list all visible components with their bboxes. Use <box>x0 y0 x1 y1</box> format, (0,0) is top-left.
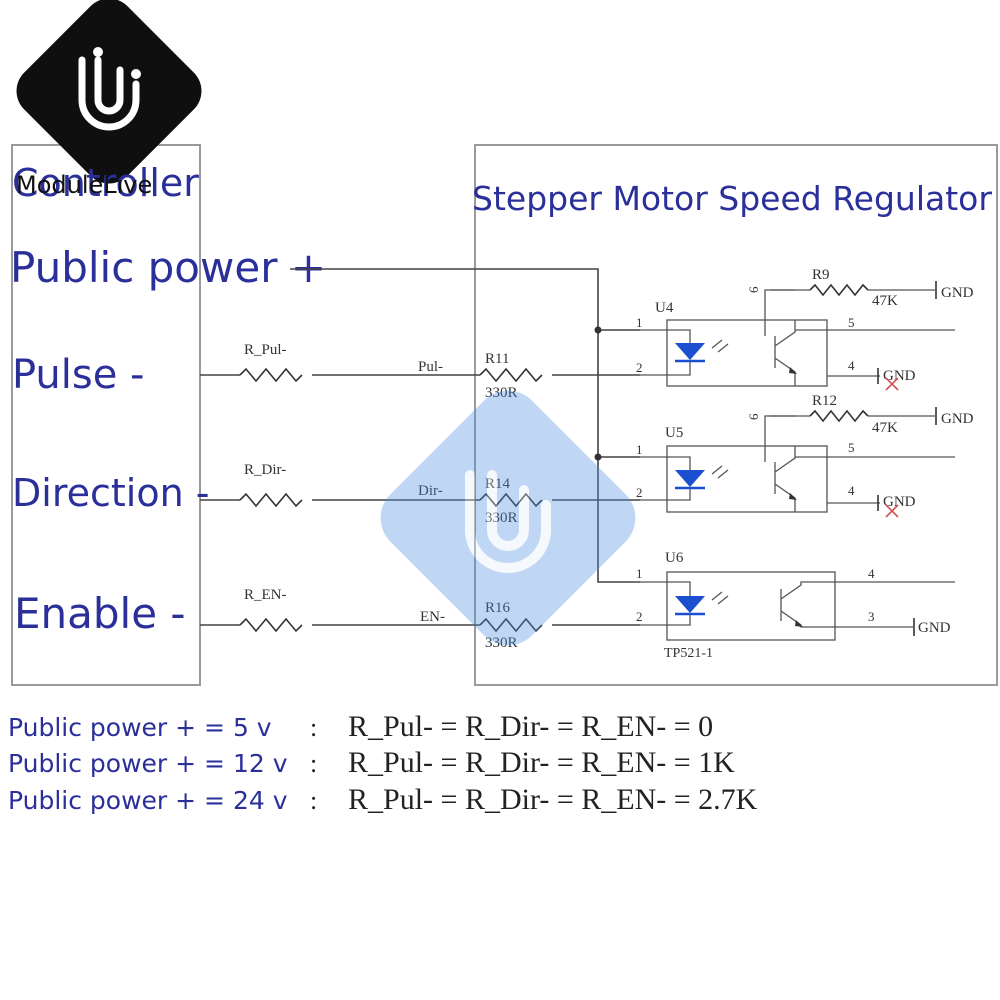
r11-resistor <box>479 367 543 383</box>
public-power-label: Public power + <box>10 243 326 292</box>
r-dir-label: R_Dir- <box>244 462 286 478</box>
pin-number: 1 <box>636 315 643 330</box>
logo-icon <box>78 47 141 131</box>
gnd-label: GND <box>941 411 974 427</box>
regulator-title: Stepper Motor Speed Regulator <box>472 179 992 218</box>
notes-block: Public power + = 5 v : R_Pul- = R_Dir- =… <box>8 710 758 816</box>
pin-number: 1 <box>636 566 643 581</box>
direction-label: Direction - <box>12 471 209 515</box>
u6-label: U6 <box>665 550 684 566</box>
led-icon <box>675 470 705 487</box>
r-en-resistor <box>239 617 303 633</box>
r12-label: R12 <box>812 393 837 409</box>
logo-badge <box>16 0 202 184</box>
en-net-label: EN- <box>420 609 445 625</box>
note-separator: : <box>310 749 317 778</box>
u4-label: U4 <box>655 300 674 316</box>
r-pul-label: R_Pul- <box>244 342 287 358</box>
watermark-logo <box>380 390 636 646</box>
pin-number: 4 <box>848 483 855 498</box>
brand-name: ModuleLive <box>16 171 152 199</box>
pin-number: 2 <box>636 609 643 624</box>
pin-number: 5 <box>848 315 855 330</box>
pin-number: 6 <box>746 413 761 420</box>
r-en-label: R_EN- <box>244 587 287 603</box>
r11-label: R11 <box>485 351 509 367</box>
gnd-label: GND <box>883 368 916 384</box>
direction-line <box>200 492 640 508</box>
optocoupler-u6 <box>640 571 955 641</box>
r14-value: 330R <box>485 510 518 526</box>
r12-resistor <box>809 409 869 423</box>
enable-label: Enable - <box>14 589 186 638</box>
optocoupler-u4 <box>640 289 955 387</box>
note-separator: : <box>310 786 317 815</box>
pin-number: 3 <box>868 609 875 624</box>
controller-title: Controller <box>12 161 199 205</box>
no-connect-icon <box>885 504 899 518</box>
regulator-box <box>474 144 998 686</box>
r-dir-resistor <box>239 492 303 508</box>
brand-logo <box>16 0 202 184</box>
r14-label: R14 <box>485 476 511 492</box>
gnd-label: GND <box>918 620 951 636</box>
pin-number: 5 <box>848 440 855 455</box>
led-icon <box>675 596 705 613</box>
r-pul-resistor <box>239 367 303 383</box>
note-condition: Public power + = 12 v <box>8 749 288 778</box>
pulse-label: Pulse - <box>12 352 144 398</box>
r16-value: 330R <box>485 635 518 651</box>
r9-resistor <box>809 283 869 297</box>
pin-number: 2 <box>636 485 643 500</box>
led-icon <box>675 343 705 360</box>
public-power-wire <box>290 268 640 583</box>
note-condition: Public power + = 5 v <box>8 713 272 742</box>
pin-number: 2 <box>636 360 643 375</box>
r16-label: R16 <box>485 600 511 616</box>
pul-net-label: Pul- <box>418 359 443 375</box>
u5-label: U5 <box>665 425 683 441</box>
pin-number: 4 <box>868 566 875 581</box>
junction-dot <box>594 326 602 334</box>
part-number-label: TP521-1 <box>664 646 713 661</box>
pin-number: 4 <box>848 358 855 373</box>
r9-value: 47K <box>872 293 898 309</box>
junction-dot <box>594 453 602 461</box>
pin-number: 6 <box>746 286 761 293</box>
note-separator: : <box>310 713 317 742</box>
gnd-label: GND <box>941 285 974 301</box>
r14-resistor <box>479 492 543 508</box>
dir-net-label: Dir- <box>418 483 443 499</box>
optocoupler-u5 <box>640 415 955 513</box>
note-condition: Public power + = 24 v <box>8 786 288 815</box>
note-values: R_Pul- = R_Dir- = R_EN- = 1K <box>348 746 735 779</box>
r12-value: 47K <box>872 420 898 436</box>
r16-resistor <box>479 617 543 633</box>
gnd-label: GND <box>883 494 916 510</box>
r9-label: R9 <box>812 267 830 283</box>
note-values: R_Pul- = R_Dir- = R_EN- = 0 <box>348 710 713 743</box>
no-connect-icon <box>885 377 899 391</box>
enable-line <box>200 617 640 633</box>
r11-value: 330R <box>485 385 518 401</box>
note-values: R_Pul- = R_Dir- = R_EN- = 2.7K <box>348 783 758 816</box>
pin-number: 1 <box>636 442 643 457</box>
pulse-line <box>200 367 640 383</box>
